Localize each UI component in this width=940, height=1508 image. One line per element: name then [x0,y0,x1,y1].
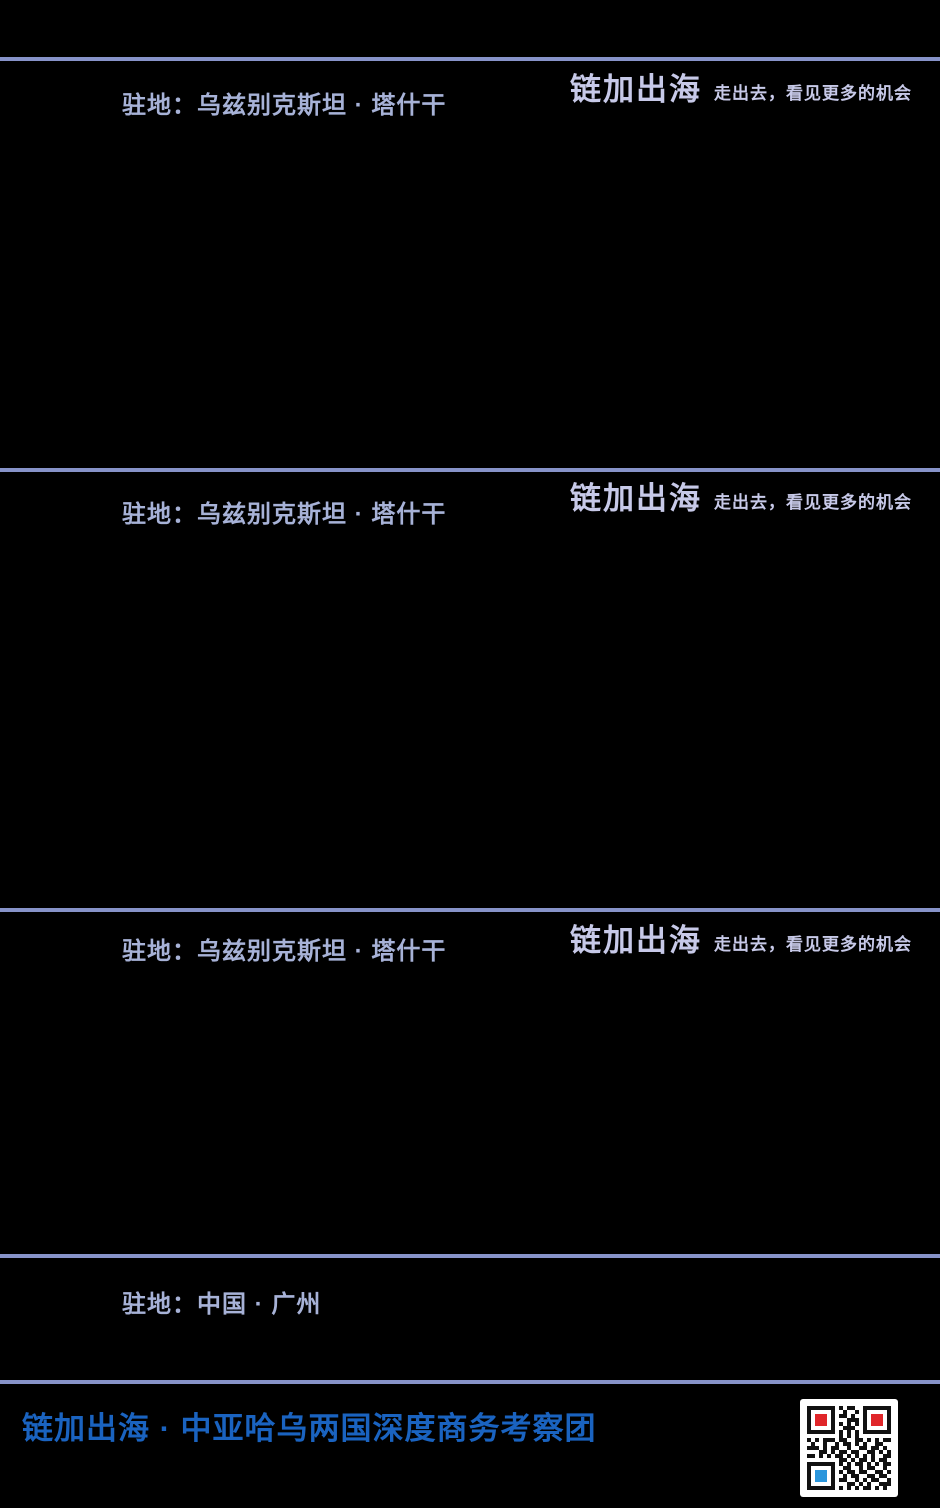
brand-tagline: 走出去，看见更多的机会 [714,935,912,954]
footer-title: 链加出海 · 中亚哈乌两国深度商务考察团 [22,1411,597,1446]
station-label-1: 驻地：乌兹别克斯坦 · 塔什干 [122,92,447,119]
divider-line [0,57,940,61]
brand-logo: 链加出海 走出去，看见更多的机会 [570,925,912,956]
divider-line [0,1254,940,1258]
brand-logo: 链加出海 走出去，看见更多的机会 [570,483,912,514]
divider-line [0,1380,940,1384]
brand-tagline: 走出去，看见更多的机会 [714,493,912,512]
station-label-4: 驻地：中国 · 广州 [122,1291,322,1318]
brand-logo-text: 链加出海 [570,72,702,107]
brand-logo: 链加出海 走出去，看见更多的机会 [570,74,912,105]
brand-logo-text: 链加出海 [570,481,702,516]
qr-code-icon [800,1399,898,1497]
divider-line [0,468,940,472]
brand-logo-text: 链加出海 [570,923,702,958]
station-label-3: 驻地：乌兹别克斯坦 · 塔什干 [122,938,447,965]
brand-tagline: 走出去，看见更多的机会 [714,84,912,103]
divider-line [0,908,940,912]
station-label-2: 驻地：乌兹别克斯坦 · 塔什干 [122,501,447,528]
